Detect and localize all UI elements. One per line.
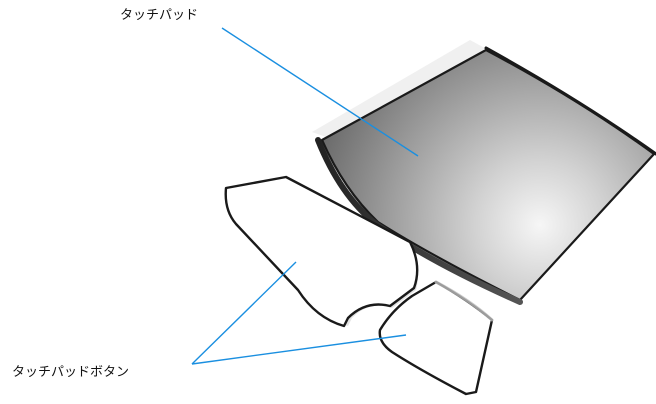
right-button-shape <box>378 280 494 396</box>
touchpad-rim-right <box>484 46 656 156</box>
left-button-shape <box>224 175 419 328</box>
leader-line-button-left <box>191 261 297 365</box>
right-button-bevel <box>434 280 494 322</box>
touchpad-button-right <box>378 280 494 396</box>
touchpad-label: タッチパッド <box>120 8 199 23</box>
leader-line-touchpad <box>221 27 419 157</box>
leader-line-button-right <box>191 334 407 365</box>
touchpad-button-left <box>224 175 419 328</box>
leader-lines <box>191 27 419 365</box>
touchpad-buttons-label: タッチパッドボタン <box>12 365 130 380</box>
